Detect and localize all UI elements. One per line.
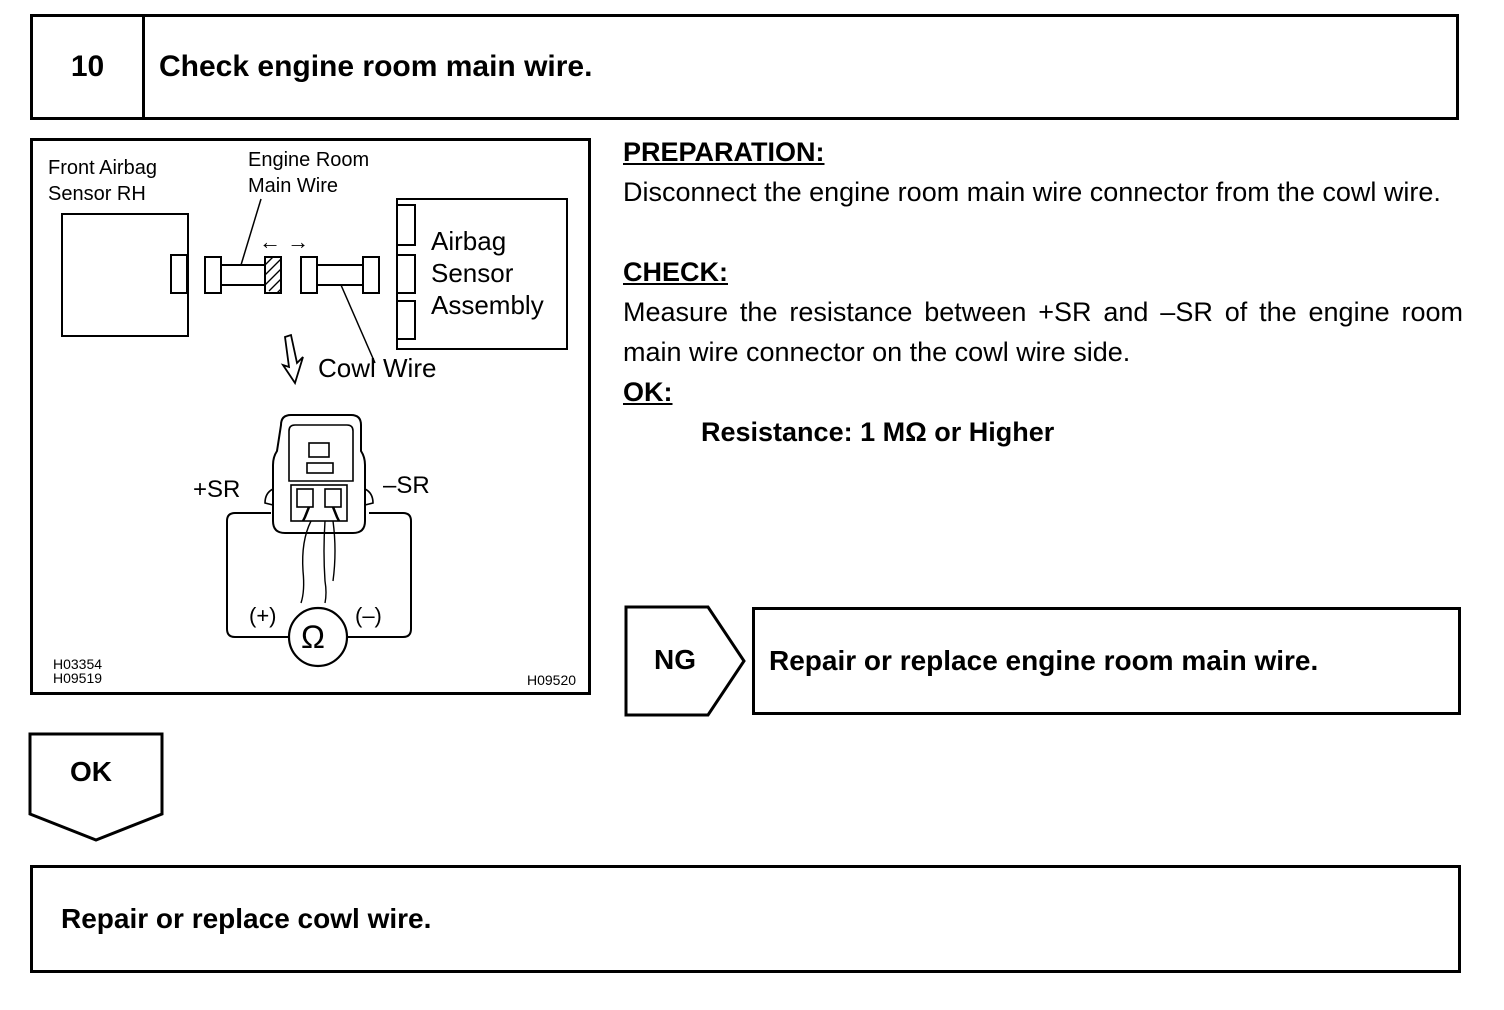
connector-diagram <box>61 198 568 668</box>
preparation-text: Disconnect the engine room main wire con… <box>623 177 1441 207</box>
plus-probe-label: (+) <box>249 603 277 628</box>
harness-wire-3 <box>332 520 336 582</box>
harness-wire-2 <box>323 520 327 604</box>
connector-inner <box>288 424 354 482</box>
ok-action-box: Repair or replace cowl wire. <box>30 865 1461 973</box>
ok-tag: OK <box>70 756 112 787</box>
engine-wire-body <box>220 264 266 286</box>
probe-lead-right <box>331 506 341 522</box>
figure-code-right: H09520 <box>527 672 577 688</box>
probe-lead-left <box>301 506 311 522</box>
terminal-frame <box>290 484 348 522</box>
ok-spec: Resistance: 1 MΩ or Higher <box>701 417 1055 447</box>
assembly-tab-3 <box>396 300 416 340</box>
ok-arrow-shape <box>28 732 164 842</box>
connector-right-ear <box>364 488 374 506</box>
connector-housing <box>272 414 366 534</box>
sensor-rh-connector <box>170 254 188 294</box>
ohm-symbol: Ω <box>301 619 325 655</box>
sensor-rh-box <box>61 213 189 337</box>
plus-sr-label: +SR <box>193 476 241 503</box>
connector-left-ear <box>264 488 274 506</box>
cowl-wire-connector-right <box>362 256 380 294</box>
terminal-left <box>296 488 314 508</box>
cowl-wire-label: Cowl Wire <box>318 353 437 383</box>
cowl-wire-connector-left <box>300 256 318 294</box>
assembly-tab-1 <box>396 204 416 246</box>
harness-wire-1 <box>300 520 312 604</box>
step-header: 10 Check engine room main wire. <box>30 14 1459 120</box>
terminal-right <box>324 488 342 508</box>
minus-sr-label: –SR <box>383 472 430 499</box>
step-title: Check engine room main wire. <box>159 50 593 83</box>
check-heading: CHECK: <box>623 257 728 287</box>
ok-action-text: Repair or replace cowl wire. <box>61 903 432 934</box>
engine-wire-connector-left <box>204 256 222 294</box>
connector-latch-slot <box>306 462 334 474</box>
ng-action-box: Repair or replace engine room main wire. <box>752 607 1461 715</box>
ohmmeter-icon <box>287 606 349 668</box>
sensor-rh-label: Front Airbag Sensor RH <box>48 157 157 205</box>
ng-action-text: Repair or replace engine room main wire. <box>769 645 1319 676</box>
step-number: 10 <box>33 17 145 117</box>
connector-latch <box>308 442 330 458</box>
cowl-wire-leader <box>340 284 376 364</box>
assembly-label: Airbag Sensor Assembly <box>431 226 544 320</box>
engine-wire-label: Engine Room Main Wire <box>248 149 370 197</box>
down-arrow-icon <box>280 333 304 386</box>
drag-arrows-label: ← → <box>259 229 310 254</box>
check-text: Measure the resistance between +SR and –… <box>623 297 1463 367</box>
wiring-figure: Front Airbag Sensor RH Engine Room Main … <box>30 138 591 695</box>
ng-tag: NG <box>654 644 696 675</box>
figure-code-left: H03354 H09519 <box>53 656 103 686</box>
meter-loop <box>226 512 412 638</box>
engine-wire-leader <box>240 198 262 266</box>
assembly-tab-2 <box>396 254 416 294</box>
ok-heading: OK: <box>623 377 673 407</box>
minus-probe-label: (–) <box>355 603 382 628</box>
ng-arrow-shape <box>624 605 746 717</box>
preparation-heading: PREPARATION: <box>623 137 825 167</box>
cowl-wire-body <box>316 264 364 286</box>
